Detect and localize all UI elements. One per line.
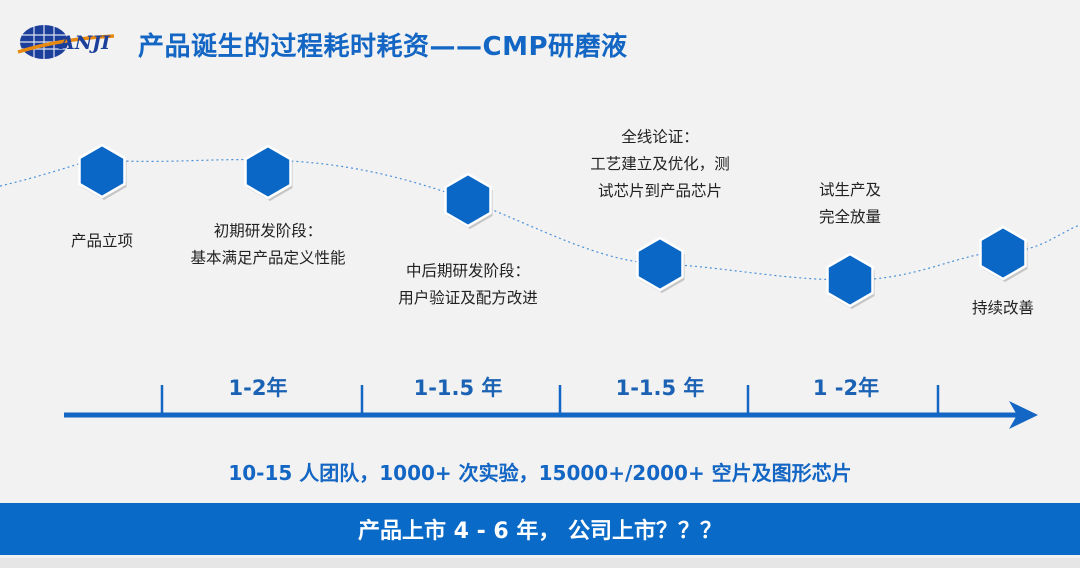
milestone-label-3: 中后期研发阶段： 用户验证及配方改进 [398, 262, 538, 307]
bottom-banner: 产品上市 4 - 6 年， 公司上市？？？ [0, 503, 1080, 555]
period-label-2: 1-1.5 年 [413, 376, 503, 400]
milestone-hexagon-6 [979, 225, 1027, 281]
period-label-4: 1 -2年 [812, 376, 880, 400]
milestone-label-1: 产品立项 [70, 232, 134, 250]
milestone-hexagon-1 [78, 143, 126, 199]
milestone-hexagon-2 [244, 144, 292, 200]
process-curve [0, 158, 1080, 281]
period-label-1: 1-2年 [228, 376, 288, 400]
timeline-arrowhead [1009, 401, 1038, 429]
milestone-label-5: 试生产及 完全放量 [818, 181, 882, 226]
timeline-ticks [160, 385, 940, 415]
milestone-label-6: 持续改善 [971, 299, 1035, 317]
milestone-hexagon-5 [826, 252, 874, 308]
resource-summary: 10-15 人团队，1000+ 次实验，15000+/2000+ 空片及图形芯片 [228, 461, 852, 485]
milestone-label-2: 初期研发阶段： 基本满足产品定义性能 [190, 222, 346, 267]
logo-swoosh [17, 34, 115, 54]
milestone-hexagon-4 [636, 236, 684, 292]
banner-text: 产品上市 4 - 6 年， 公司上市？？？ [357, 519, 723, 544]
logo-text: ANJI [58, 32, 111, 54]
milestone-hexagon-3 [444, 172, 492, 228]
footer-strip [0, 558, 1080, 568]
period-label-3: 1-1.5 年 [615, 376, 705, 400]
milestone-label-4: 全线论证： 工艺建立及优化，测 试芯片到产品芯片 [590, 128, 730, 200]
page-title: 产品诞生的过程耗时耗资——CMP研磨液 [138, 32, 628, 62]
timeline-graphic [0, 143, 1080, 429]
company-logo: ANJI [14, 22, 122, 62]
